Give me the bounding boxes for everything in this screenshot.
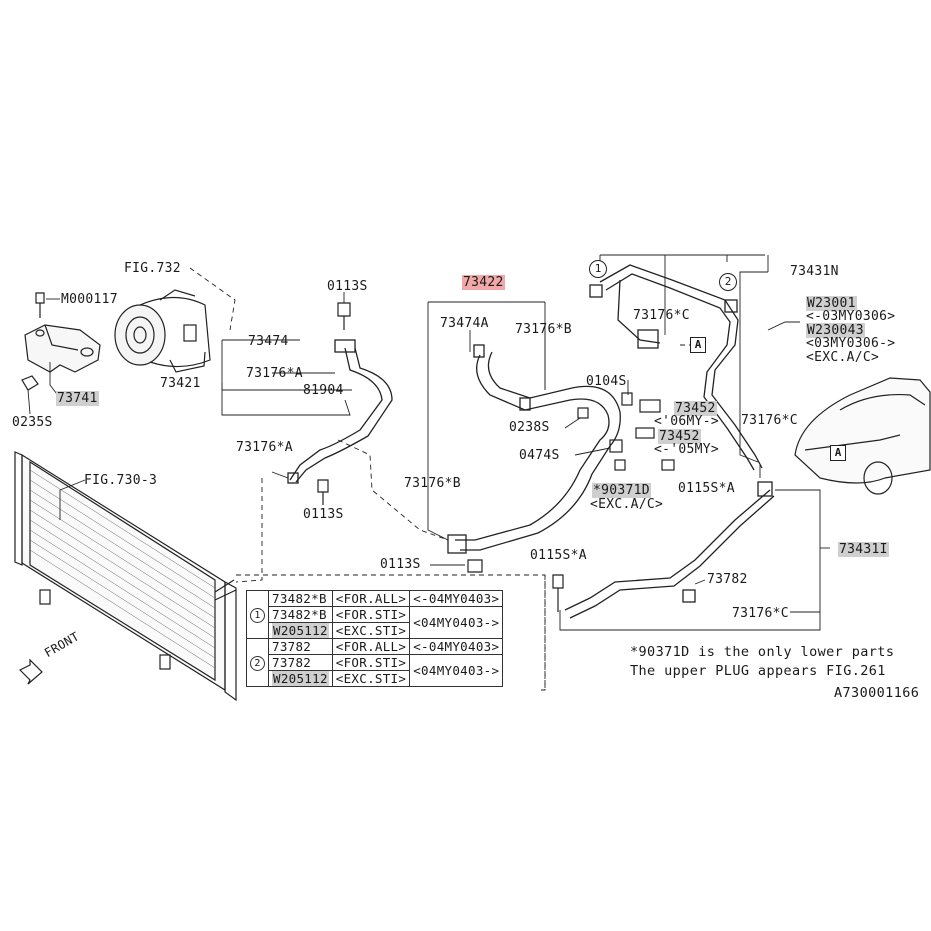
label-05my[interactable]: <-'05MY> [654, 442, 720, 457]
label-73176a-2[interactable]: 73176*A [236, 440, 293, 455]
table-cell-applic: <FOR.STI> [331, 606, 411, 623]
label-73741-text: 73741 [56, 391, 99, 406]
label-exc-ac[interactable]: <EXC.A/C> [590, 497, 664, 512]
label-06my[interactable]: <'06MY-> [654, 414, 720, 429]
table-cell-applic: <EXC.STI> [331, 670, 411, 687]
applicability-table: 1 73482*B <FOR.ALL> <-04MY0403> 73482*B … [246, 590, 504, 687]
ref-box-a-2[interactable]: A [830, 445, 846, 461]
table-cell-applic: <FOR.ALL> [331, 590, 411, 607]
label-81904[interactable]: 81904 [303, 383, 344, 398]
table-circle-cell-2: 2 [246, 638, 269, 687]
note-line-1: *90371D is the only lower parts [630, 644, 895, 660]
table-cell-model: <-04MY0403> [409, 590, 504, 607]
table-cell-applic: <FOR.STI> [331, 654, 411, 671]
label-0238s[interactable]: 0238S [509, 420, 550, 435]
label-73431n[interactable]: 73431N [790, 264, 839, 279]
table-cell-part-text: W205112 [272, 671, 329, 686]
callout-circle-1[interactable]: 1 [589, 260, 607, 278]
label-73452-2[interactable]: 73452 [658, 429, 701, 444]
table-cell-applic: <EXC.STI> [331, 622, 411, 639]
label-0115sa-1[interactable]: 0115S*A [678, 481, 735, 496]
label-fig730-3[interactable]: FIG.730-3 [84, 473, 158, 488]
table-row: 73482*B <FOR.STI> <04MY0403-> [247, 606, 504, 639]
label-fig732[interactable]: FIG.732 [124, 261, 181, 276]
ref-box-a-1[interactable]: A [690, 337, 706, 353]
label-73782[interactable]: 73782 [707, 572, 748, 587]
table-row: W205112 <EXC.STI> [247, 622, 503, 639]
label-73474[interactable]: 73474 [248, 334, 289, 349]
table-circle-cell-1: 1 [246, 590, 269, 639]
table-cell-part-text: W205112 [272, 623, 329, 638]
table-cell-part[interactable]: W205112 [268, 670, 333, 687]
table-row: 73782 <FOR.STI> <04MY0403-> [247, 654, 504, 687]
label-90371[interactable]: *90371D [592, 483, 651, 498]
label-73176c-3[interactable]: 73176*C [732, 606, 789, 621]
label-0113s-bot[interactable]: 0113S [380, 557, 421, 572]
label-73452-2-text: 73452 [658, 429, 701, 444]
label-0115sa-2[interactable]: 0115S*A [530, 548, 587, 563]
hose-73422-drawing [447, 344, 621, 554]
table-cell-part[interactable]: W205112 [268, 622, 333, 639]
label-0104s[interactable]: 0104S [586, 374, 627, 389]
table-cell-model: <04MY0403-> [409, 606, 504, 639]
pipe-73431i-drawing [564, 481, 775, 619]
label-73176b-1[interactable]: 73176*B [515, 322, 572, 337]
table-cell-model: <04MY0403-> [409, 654, 504, 687]
car-drawing [794, 377, 931, 495]
table-cell-part[interactable]: 73482*B [268, 590, 333, 607]
table-row: 2 73782 <FOR.ALL> <-04MY0403> [246, 638, 504, 687]
hose-73421-drawing [287, 339, 393, 484]
callout-circle-2-text: 2 [724, 275, 732, 288]
label-0113s-top[interactable]: 0113S [327, 279, 368, 294]
label-73421[interactable]: 73421 [160, 376, 201, 391]
label-w23001[interactable]: W23001 [806, 296, 857, 311]
pipe-73431n-drawing [589, 264, 763, 471]
label-73176c-1[interactable]: 73176*C [633, 308, 690, 323]
label-0235s[interactable]: 0235S [12, 415, 53, 430]
callout-circle-1-text: 1 [594, 262, 602, 275]
label-m000117[interactable]: M000117 [61, 292, 118, 307]
label-73176b-2[interactable]: 73176*B [404, 476, 461, 491]
table-row: 1 73482*B <FOR.ALL> <-04MY0403> [246, 590, 504, 639]
label-73452-1-text: 73452 [674, 401, 717, 416]
label-w23001-text: W23001 [806, 296, 857, 311]
table-cell-part[interactable]: 73782 [268, 638, 333, 655]
label-03my0306b[interactable]: <03MY0306-> [806, 336, 896, 351]
note-line-2: The upper PLUG appears FIG.261 [630, 663, 886, 679]
table-cell-applic: <FOR.ALL> [331, 638, 411, 655]
label-73422-text: 73422 [462, 275, 505, 290]
label-w230043[interactable]: W230043 [806, 323, 865, 338]
label-73741[interactable]: 73741 [56, 391, 99, 406]
table-circle-2: 2 [250, 656, 265, 671]
label-73452-1[interactable]: 73452 [674, 401, 717, 416]
table-row: W205112 <EXC.STI> [247, 670, 503, 687]
label-73431i[interactable]: 73431I [838, 542, 889, 557]
label-0474s[interactable]: 0474S [519, 448, 560, 463]
compressor-drawing [114, 289, 211, 373]
label-03my0306[interactable]: <-03MY0306> [806, 309, 896, 324]
label-73474a[interactable]: 73474A [440, 316, 489, 331]
table-circle-1: 1 [250, 608, 265, 623]
label-73176c-2[interactable]: 73176*C [741, 413, 798, 428]
label-90371-text: *90371D [592, 483, 651, 498]
table-cell-part[interactable]: 73482*B [268, 606, 333, 623]
callout-circle-2[interactable]: 2 [719, 273, 737, 291]
label-w230043-text: W230043 [806, 323, 865, 338]
table-cell-model: <-04MY0403> [409, 638, 504, 655]
condenser-drawing [14, 451, 237, 702]
figure-id: A730001166 [834, 685, 920, 701]
table-cell-part[interactable]: 73782 [268, 654, 333, 671]
label-0113s-mid[interactable]: 0113S [303, 507, 344, 522]
label-73431i-text: 73431I [838, 542, 889, 557]
label-73422[interactable]: 73422 [462, 275, 505, 290]
label-73176a-1[interactable]: 73176*A [246, 366, 303, 381]
bracket-73741-drawing [24, 324, 101, 373]
label-exc-ac2[interactable]: <EXC.A/C> [806, 350, 880, 365]
